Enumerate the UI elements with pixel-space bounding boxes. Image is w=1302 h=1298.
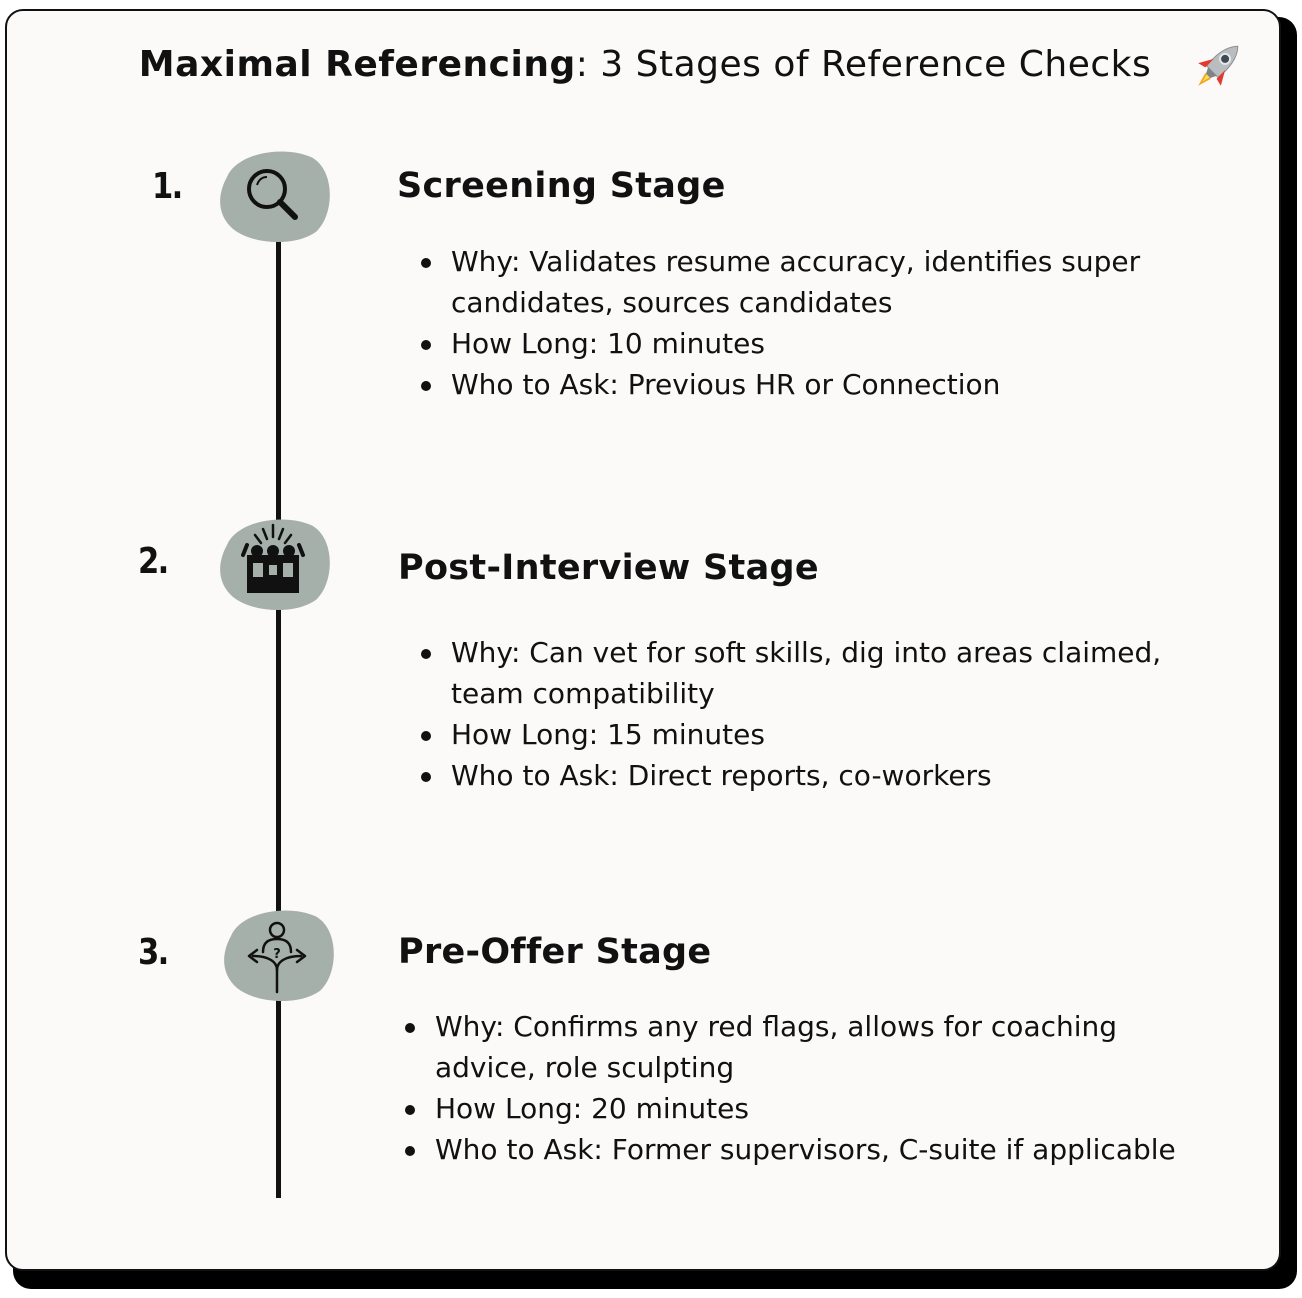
stage-title-3: Pre-Offer Stage <box>398 932 712 972</box>
stage-2-details: Why: Can vet for soft skills, dig into a… <box>421 632 1211 796</box>
step-number-1: 1. <box>152 166 183 207</box>
magnifying-glass-icon <box>220 151 330 243</box>
title-bold: Maximal Referencing <box>138 44 576 85</box>
list-item: How Long: 20 minutes <box>405 1088 1225 1129</box>
list-item: How Long: 15 minutes <box>421 714 1211 755</box>
title-rest: : 3 Stages of Reference Checks <box>575 44 1152 85</box>
stage-title-1: Screening Stage <box>397 166 726 206</box>
list-item: Why: Can vet for soft skills, dig into a… <box>421 632 1211 714</box>
list-item: Why: Confirms any red flags, allows for … <box>405 1006 1225 1088</box>
list-item: Who to Ask: Former supervisors, C-suite … <box>405 1129 1225 1170</box>
step-number-2: 2. <box>138 541 169 582</box>
decision-crossroads-icon: ? <box>224 910 334 1002</box>
stage-title-2: Post-Interview Stage <box>398 548 819 588</box>
team-celebration-icon <box>220 519 330 611</box>
step-number-3: 3. <box>138 932 169 973</box>
stage-1-details: Why: Validates resume accuracy, identifi… <box>421 241 1181 405</box>
page-title: Maximal Referencing: 3 Stages of Referen… <box>0 44 1290 85</box>
list-item: Why: Validates resume accuracy, identifi… <box>421 241 1181 323</box>
list-item: How Long: 10 minutes <box>421 323 1181 364</box>
list-item: Who to Ask: Direct reports, co-workers <box>421 755 1211 796</box>
svg-text:?: ? <box>273 947 281 962</box>
infographic-card <box>5 9 1281 1271</box>
rocket-icon <box>1198 45 1239 86</box>
stage-3-details: Why: Confirms any red flags, allows for … <box>405 1006 1225 1170</box>
timeline-line <box>276 230 281 1198</box>
list-item: Who to Ask: Previous HR or Connection <box>421 364 1181 405</box>
